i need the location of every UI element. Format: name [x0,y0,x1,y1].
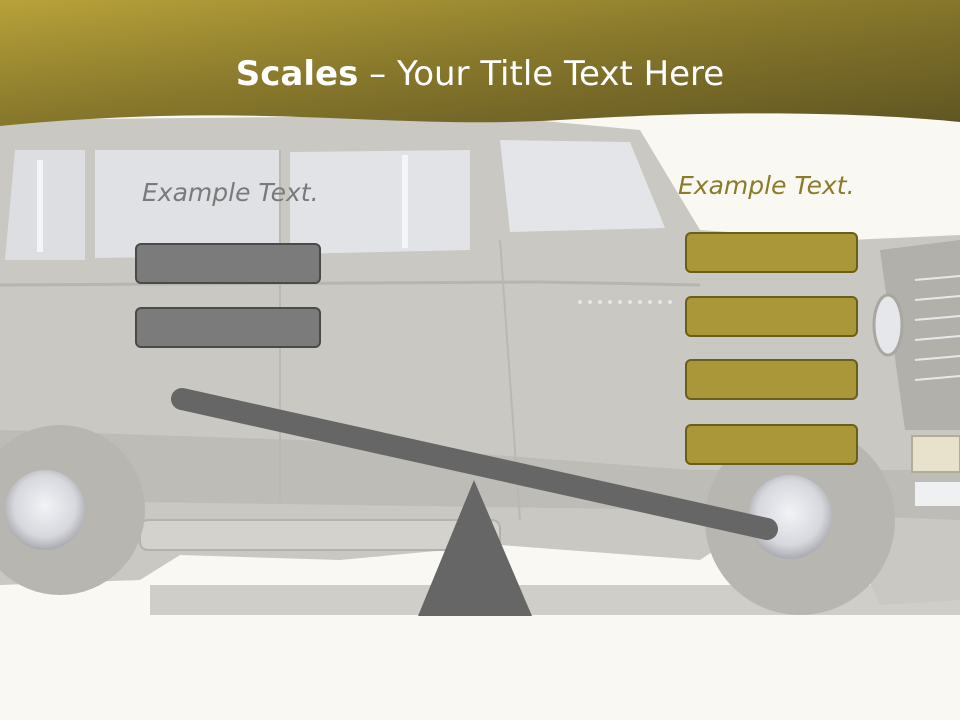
right-text-box-3 [685,359,858,400]
scale-fulcrum [418,480,532,616]
right-text-box-2 [685,296,858,337]
page-title: Scales – Your Title Text Here [0,52,960,96]
left-text-box-1 [135,243,321,284]
title-rest: – Your Title Text Here [358,54,725,94]
right-text-box-1 [685,232,858,273]
title-banner [0,0,960,126]
left-text-box-2 [135,307,321,348]
scale-beam [171,388,778,540]
right-example-label: Example Text. [678,171,855,200]
right-text-box-4 [685,424,858,465]
left-example-label: Example Text. [142,178,319,207]
title-bold: Scales [235,54,359,94]
